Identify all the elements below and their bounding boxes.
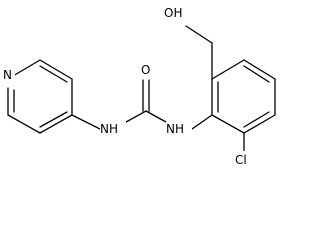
- substituents: [185, 25, 245, 152]
- bond: [71, 114, 101, 130]
- bond: [12, 59, 41, 77]
- pyridine-nitrogen-label: N: [3, 68, 12, 82]
- double-bond-inner: [39, 65, 68, 83]
- pyridine-ring: [7, 59, 73, 134]
- atom-labels: OH O N NH NH Cl: [2, 4, 254, 167]
- double-bond-inner: [243, 111, 270, 128]
- hydroxyl-label: OH: [164, 6, 182, 20]
- bond: [211, 114, 245, 134]
- double-bond-inner: [39, 111, 68, 128]
- bond: [243, 114, 276, 134]
- bond: [185, 25, 213, 44]
- bond: [191, 114, 213, 130]
- structure-diagram: OH O N NH NH Cl: [2, 4, 276, 167]
- benzene-ring: [211, 59, 276, 134]
- right-nh-label: NH: [166, 122, 184, 136]
- bond: [39, 59, 73, 80]
- bond: [243, 59, 276, 80]
- chlorine-label: Cl: [235, 153, 247, 167]
- carbonyl-oxygen-label: O: [141, 63, 150, 77]
- bond: [7, 114, 41, 134]
- bond: [39, 114, 73, 134]
- left-nh-label: NH: [100, 122, 118, 136]
- bond: [145, 110, 167, 123]
- double-bond-inner: [243, 65, 270, 83]
- urea-linker: [71, 79, 213, 130]
- bond: [125, 110, 147, 123]
- bond: [211, 59, 245, 80]
